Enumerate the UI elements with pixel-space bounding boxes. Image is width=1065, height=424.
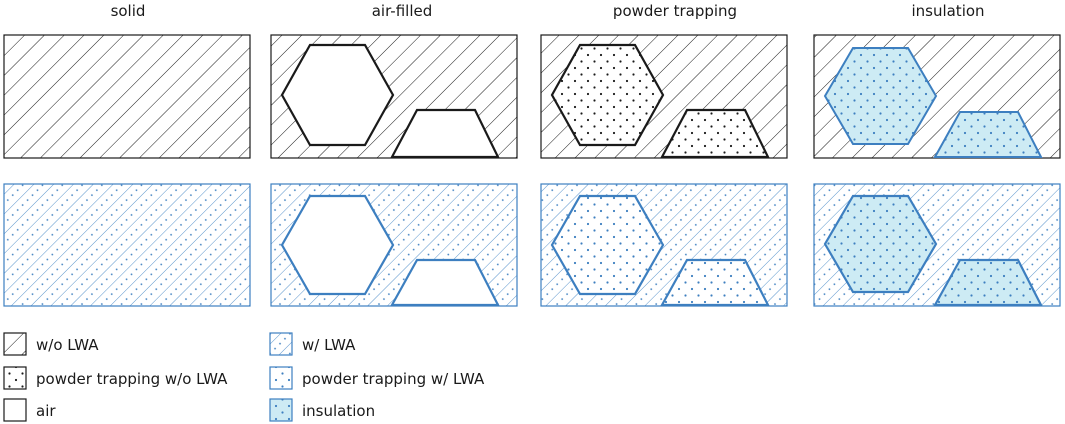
legend-swatch-dots-black (3, 366, 27, 390)
panel-insulation-without-lwa (813, 34, 1061, 159)
hexagon-cavity-air (280, 43, 395, 147)
legend-label-powder-trapping-with-lwa: powder trapping w/ LWA (302, 370, 485, 388)
trapezoid-cavity-air (390, 108, 500, 159)
column-title-powder-trapping: powder trapping (613, 2, 737, 20)
trapezoid-cavity-insulation-lwa (933, 258, 1043, 307)
legend-item-powder-trapping-with-lwa: powder trapping w/ LWA (269, 366, 485, 390)
legend-label-without-lwa: w/o LWA (36, 336, 99, 354)
legend-label-air: air (36, 402, 56, 420)
legend-swatch-hatch-black (3, 332, 27, 356)
legend: w/o LWA powder trapping w/o LWA air w/ L… (3, 332, 485, 422)
panel-powder-trapping-with-lwa (540, 183, 788, 307)
column-title-solid: solid (111, 2, 146, 20)
trapezoid-cavity-insulation (933, 111, 1043, 158)
panel-solid-with-lwa (3, 183, 251, 307)
trapezoid-cavity-air-lwa (390, 258, 500, 307)
legend-swatch-air (3, 398, 27, 422)
legend-item-air: air (3, 398, 56, 422)
panel-solid-without-lwa (3, 34, 251, 159)
legend-swatch-insulation (269, 398, 293, 422)
legend-swatch-dots-blue (269, 366, 293, 390)
hexagon-cavity-air-lwa (280, 194, 395, 296)
legend-label-powder-trapping-without-lwa: powder trapping w/o LWA (36, 370, 228, 388)
panel-insulation-with-lwa (813, 183, 1061, 307)
legend-item-insulation: insulation (269, 398, 375, 422)
legend-item-with-lwa: w/ LWA (269, 332, 356, 356)
legend-swatch-hatch-blue (269, 332, 293, 356)
column-title-insulation: insulation (911, 2, 984, 20)
panel-air-filled-with-lwa (270, 183, 518, 307)
legend-label-insulation: insulation (302, 402, 375, 420)
panel-air-filled-without-lwa (270, 34, 518, 159)
hexagon-cavity-insulation (823, 47, 938, 145)
legend-item-without-lwa: w/o LWA (3, 332, 99, 356)
hexagon-cavity-insulation-lwa (823, 194, 938, 294)
panel-powder-trapping-without-lwa (540, 34, 788, 159)
legend-label-with-lwa: w/ LWA (302, 336, 356, 354)
legend-item-powder-trapping-without-lwa: powder trapping w/o LWA (3, 366, 228, 390)
column-title-air-filled: air-filled (372, 2, 433, 20)
